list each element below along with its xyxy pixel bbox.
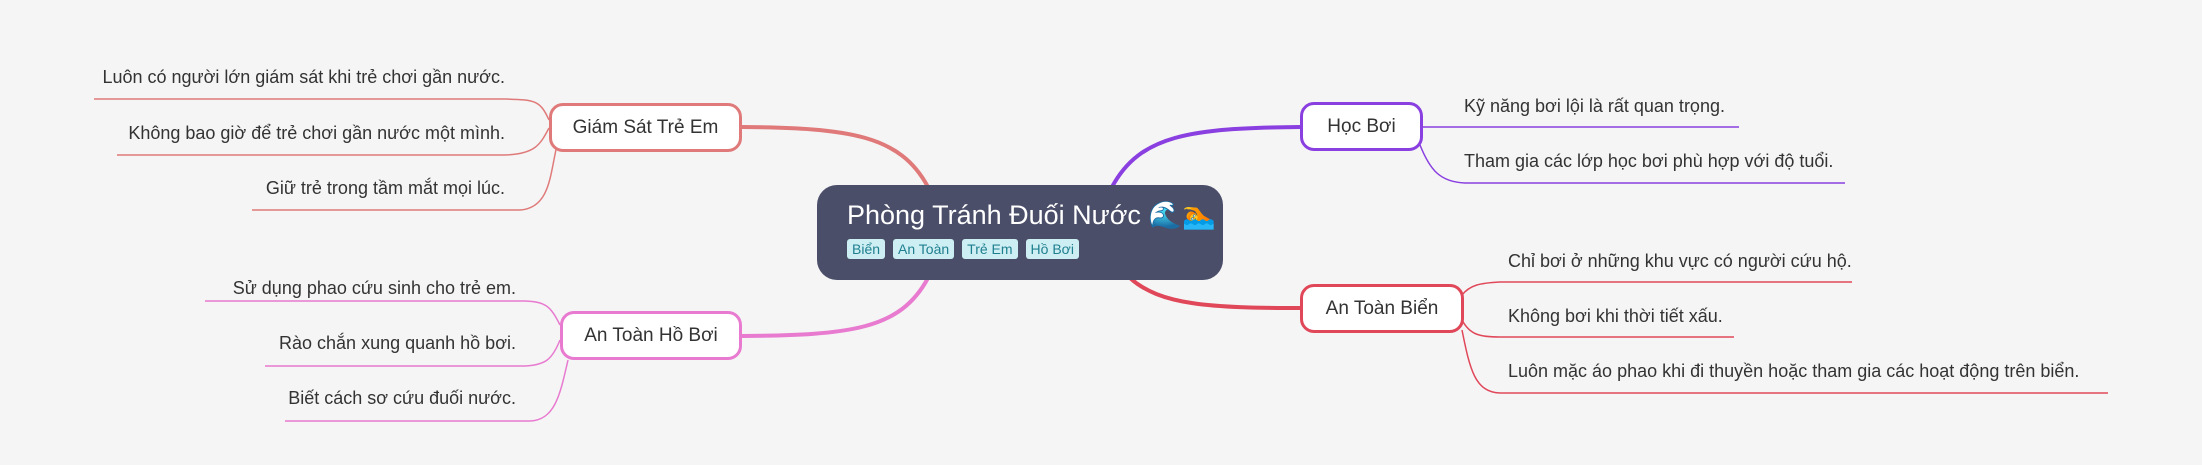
branch-label: An Toàn Hồ Bơi (584, 324, 718, 346)
leaf-node[interactable]: Không bơi khi thời tiết xấu. (1508, 306, 1723, 326)
leaf-node[interactable]: Sử dụng phao cứu sinh cho trẻ em. (232, 278, 516, 298)
leaf-node[interactable]: Rào chắn xung quanh hồ bơi. (279, 333, 516, 353)
tag[interactable]: Biển (847, 239, 886, 259)
tag-list: Biển An Toàn Trẻ Em Hồ Bơi (847, 239, 1193, 259)
root-title: Phòng Tránh Đuối Nước 🌊🏊 (847, 200, 1216, 230)
branch-hoc-boi[interactable]: Học Bơi (1300, 102, 1423, 151)
leaf-node[interactable]: Không bao giờ để trẻ chơi gần nước một m… (128, 123, 505, 143)
connector-leaf (1461, 319, 1734, 338)
connector-leaf (94, 98, 550, 121)
branch-label: Học Bơi (1327, 115, 1396, 137)
tag[interactable]: Trẻ Em (962, 239, 1018, 259)
branch-an-toan-bien[interactable]: An Toàn Biển (1300, 284, 1464, 333)
connector-leaf (265, 339, 561, 367)
connector-leaf (205, 300, 561, 326)
branch-label: Giám Sát Trẻ Em (572, 116, 719, 138)
tag[interactable]: Hồ Bơi (1025, 239, 1079, 259)
leaf-node[interactable]: Giữ trẻ trong tầm mắt mọi lúc. (265, 178, 505, 198)
leaf-node[interactable]: Biết cách sơ cứu đuối nước. (288, 388, 516, 408)
leaf-node[interactable]: Luôn có người lớn giám sát khi trẻ chơi … (102, 67, 505, 87)
leaf-node[interactable]: Tham gia các lớp học bơi phù hợp với độ … (1464, 151, 1834, 171)
connector-hoc-boi (1110, 125, 1301, 188)
tag[interactable]: An Toàn (893, 239, 955, 259)
connector-ho-boi (741, 277, 930, 338)
connector-bien (1128, 276, 1301, 310)
root-node[interactable]: Phòng Tránh Đuối Nước 🌊🏊 Biển An Toàn Tr… (817, 185, 1223, 280)
branch-label: An Toàn Biển (1325, 297, 1439, 319)
leaf-node[interactable]: Kỹ năng bơi lội là rất quan trọng. (1464, 96, 1725, 116)
leaf-node[interactable]: Luôn mặc áo phao khi đi thuyền hoặc tham… (1508, 361, 2080, 381)
connector-leaf (1461, 329, 2108, 394)
connector-leaf (1461, 281, 1852, 296)
connector-giam-sat (741, 125, 930, 188)
branch-giam-sat-tre-em[interactable]: Giám Sát Trẻ Em (549, 103, 742, 152)
connector-leaf (1419, 144, 1845, 184)
connector-leaf (252, 144, 558, 211)
connector-leaf (117, 127, 550, 156)
branch-an-toan-ho-boi[interactable]: An Toàn Hồ Bơi (560, 311, 742, 360)
leaf-node[interactable]: Chỉ bơi ở những khu vực có người cứu hộ. (1508, 251, 1852, 271)
connector-leaf (285, 359, 569, 422)
